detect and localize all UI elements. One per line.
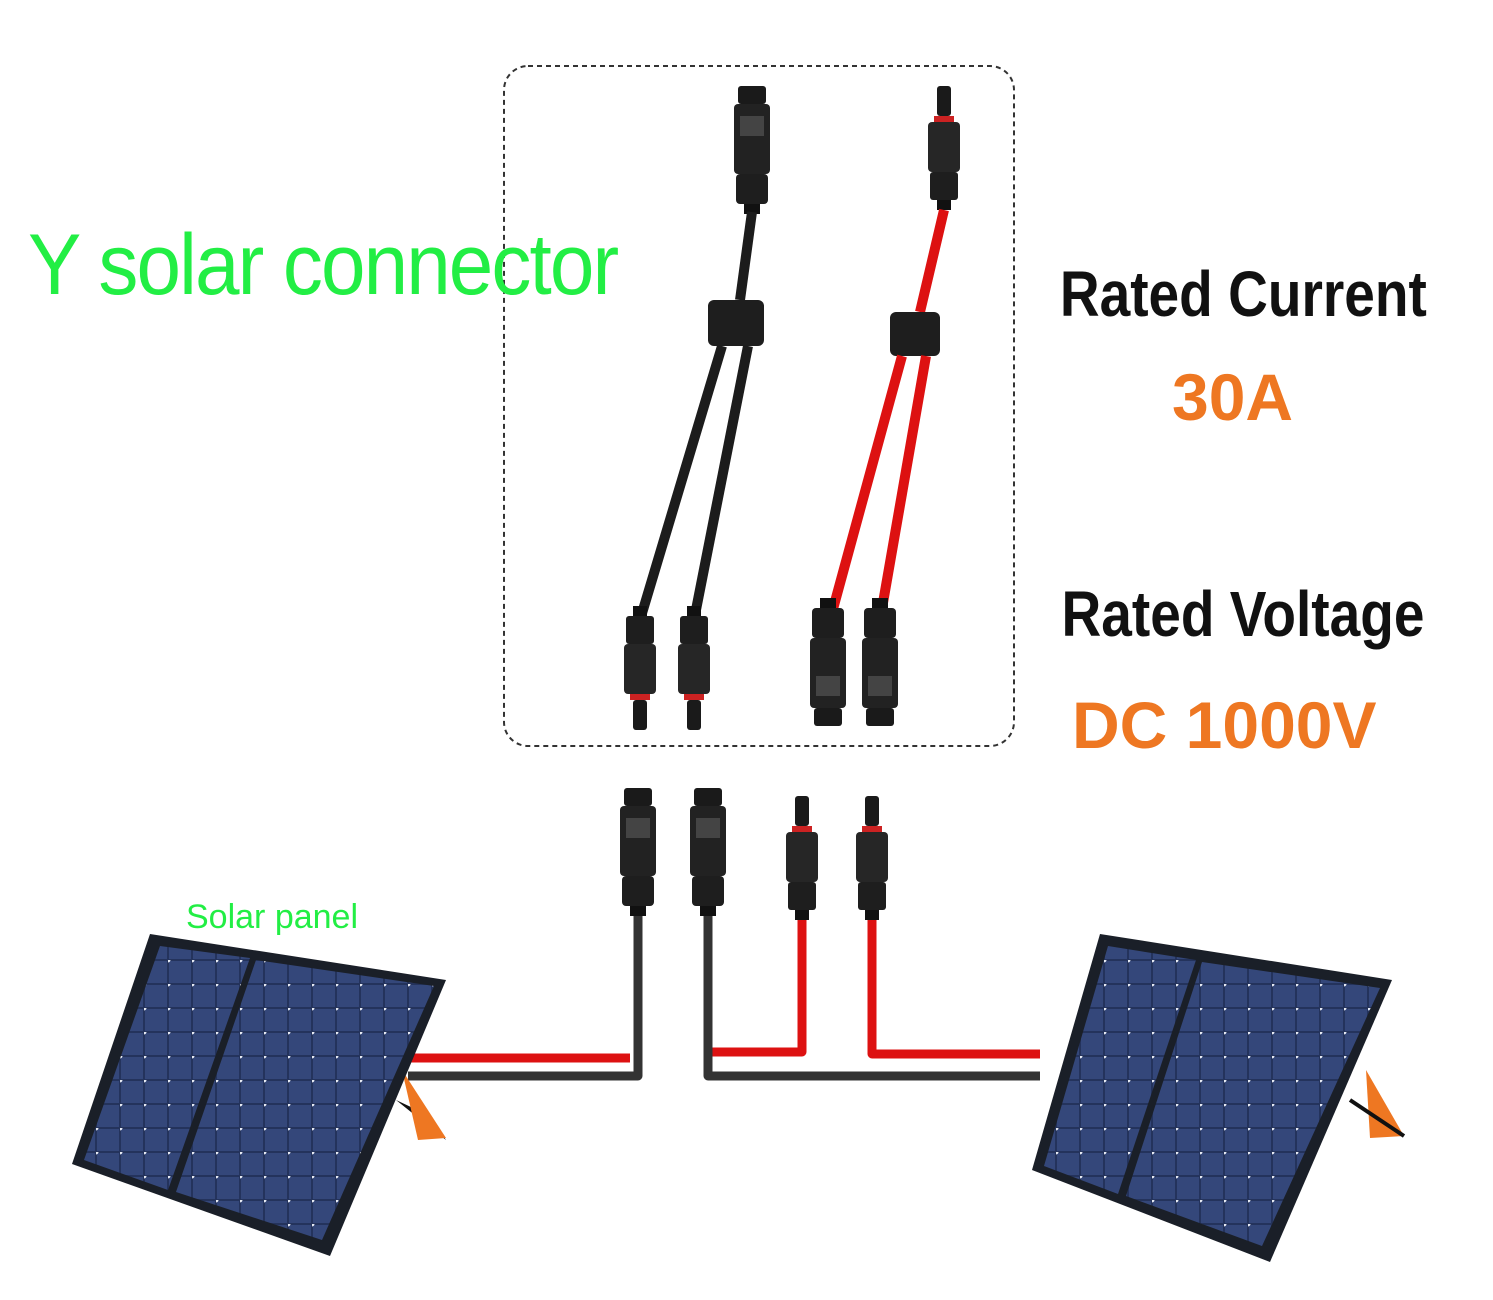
rated-current-label: Rated Current xyxy=(1059,258,1427,330)
panel-connectors xyxy=(620,788,888,920)
cables xyxy=(408,916,1040,1081)
rated-current-value: 30A xyxy=(1172,360,1294,434)
solar-panel-left-icon xyxy=(72,934,446,1256)
y-connector-product-box xyxy=(503,65,1015,747)
y-branch-black-icon xyxy=(624,86,770,730)
rated-voltage-value: DC 1000V xyxy=(1072,688,1377,762)
solar-panel-label: Solar panel xyxy=(186,898,359,936)
rated-voltage-label: Rated Voltage xyxy=(1061,578,1425,650)
solar-panel-right-icon xyxy=(1032,934,1406,1262)
diagram-title: Y solar connector xyxy=(28,217,619,313)
y-branch-red-icon xyxy=(810,86,960,726)
